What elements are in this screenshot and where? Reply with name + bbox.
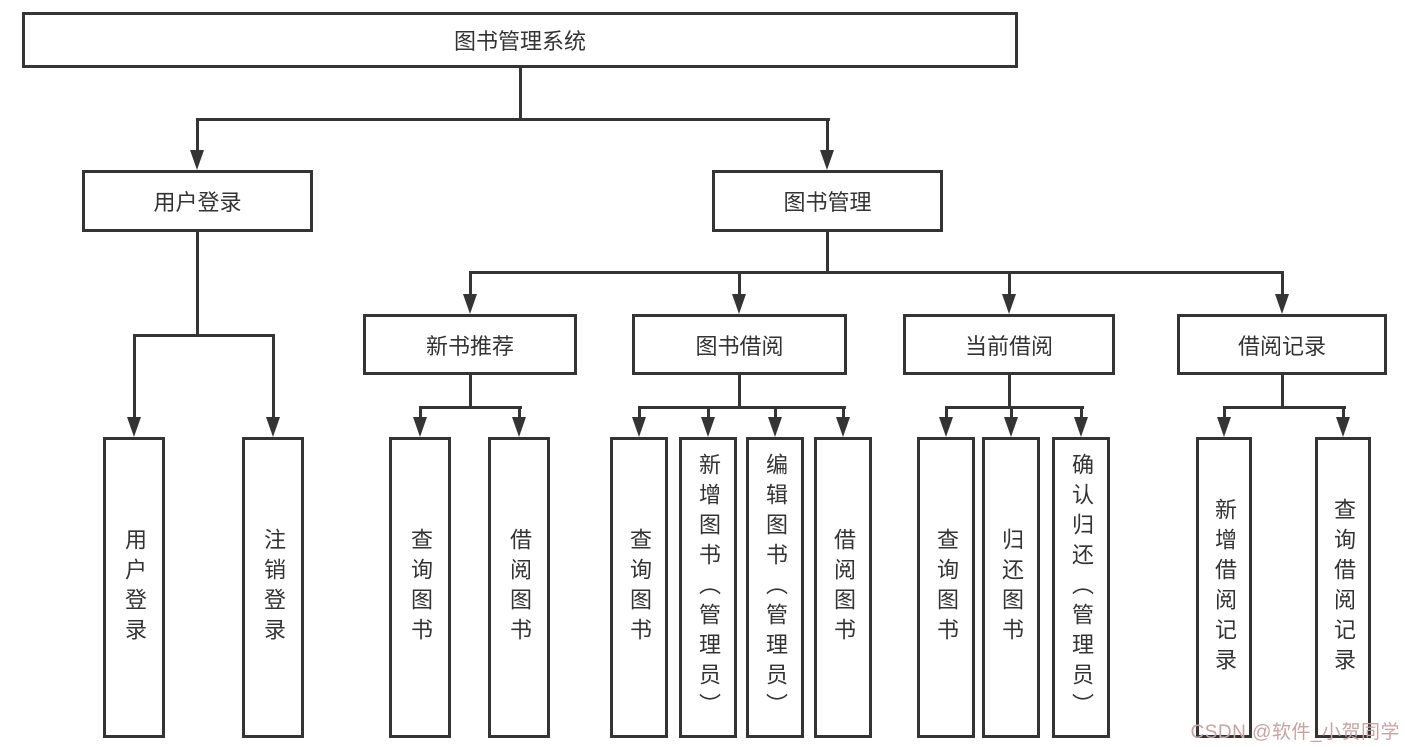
connector-stub	[196, 232, 199, 336]
arrowhead-icon	[701, 417, 715, 437]
leaf-add-books-admin: 新增图书（管理员）	[679, 437, 737, 738]
leaf-label: 用户登录	[122, 527, 147, 648]
csdn-watermark: CSDN @软件_小贺同学	[1190, 722, 1400, 743]
arrowhead-icon	[939, 417, 953, 437]
arrowhead-icon	[512, 417, 526, 437]
leaf-label: 借阅图书	[507, 527, 532, 648]
connector-branch	[1223, 406, 1346, 409]
node-label: 用户登录	[153, 190, 242, 215]
connector-arm	[638, 406, 641, 419]
connector-arm	[945, 406, 948, 419]
leaf-label: 查询图书	[627, 527, 652, 648]
connector-arm	[518, 406, 521, 419]
node-book-management: 图书管理	[712, 170, 943, 232]
leaf-label: 确认归还（管理员）	[1069, 452, 1094, 723]
connector-arm	[738, 271, 741, 296]
leaf-label: 归还图书	[999, 527, 1024, 648]
leaf-query-books-2: 查询图书	[610, 437, 668, 738]
leaf-label: 注销登录	[261, 527, 286, 648]
connector-stub	[1008, 375, 1011, 409]
arrowhead-icon	[127, 417, 141, 437]
arrowhead-icon	[632, 417, 646, 437]
connector-stub	[738, 375, 741, 409]
connector-root-stub	[519, 68, 522, 121]
leaf-label: 借阅图书	[831, 527, 856, 648]
arrowhead-icon	[820, 150, 834, 170]
arrowhead-icon	[732, 294, 746, 314]
arrowhead-icon	[266, 417, 280, 437]
arrowhead-icon	[836, 417, 850, 437]
node-current-borrowing: 当前借阅	[903, 314, 1115, 375]
connector-arm	[774, 406, 777, 419]
connector-branch	[638, 406, 846, 409]
node-label: 图书借阅	[695, 333, 784, 359]
leaf-user-login: 用户登录	[103, 437, 165, 738]
leaf-label: 查询图书	[934, 527, 959, 648]
connector-arm	[419, 406, 422, 419]
connector-arm	[826, 118, 829, 152]
node-label: 当前借阅	[964, 333, 1053, 359]
connector-arm	[196, 118, 199, 152]
arrowhead-icon	[1074, 417, 1088, 437]
node-label: 新书推荐	[425, 333, 514, 359]
connector-arm	[1281, 271, 1284, 296]
leaf-edit-books-admin: 编辑图书（管理员）	[746, 437, 804, 738]
connector-stub	[1281, 375, 1284, 409]
arrowhead-icon	[413, 417, 427, 437]
leaf-add-borrow-record: 新增借阅记录	[1196, 437, 1252, 738]
connector-arm	[842, 406, 845, 419]
connector-arm	[707, 406, 710, 419]
node-borrow-records: 借阅记录	[1177, 314, 1387, 375]
node-label: 借阅记录	[1237, 333, 1326, 359]
leaf-logout: 注销登录	[242, 437, 304, 738]
leaf-query-books-3: 查询图书	[917, 437, 975, 738]
leaf-label: 新增借阅记录	[1212, 497, 1237, 678]
leaf-label: 查询图书	[408, 527, 433, 648]
leaf-label: 新增图书（管理员）	[696, 452, 721, 723]
connector-stub	[826, 232, 829, 273]
connector-root-branch	[196, 118, 830, 121]
leaf-query-books-1: 查询图书	[389, 437, 451, 738]
connector-branch	[469, 271, 1284, 274]
arrowhead-icon	[1002, 294, 1016, 314]
connector-stub	[469, 375, 472, 409]
node-user-login: 用户登录	[82, 170, 313, 232]
arrowhead-icon	[1217, 417, 1231, 437]
arrowhead-icon	[1275, 294, 1289, 314]
connector-arm	[469, 271, 472, 296]
node-book-borrowing: 图书借阅	[632, 314, 847, 375]
leaf-query-borrow-record: 查询借阅记录	[1315, 437, 1371, 738]
connector-branch	[419, 406, 522, 409]
arrowhead-icon	[768, 417, 782, 437]
leaf-label: 查询借阅记录	[1331, 497, 1356, 678]
node-label: 图书管理系统	[453, 29, 586, 54]
leaf-return-books: 归还图书	[982, 437, 1040, 738]
arrowhead-icon	[1336, 417, 1350, 437]
connector-arm	[1008, 271, 1011, 296]
arrowhead-icon	[190, 150, 204, 170]
connector-branch	[945, 406, 1084, 409]
connector-branch	[133, 334, 275, 337]
connector-arm	[1080, 406, 1083, 419]
node-new-book-recommend: 新书推荐	[363, 314, 577, 375]
connector-arm	[1010, 406, 1013, 419]
connector-arm	[1342, 406, 1345, 419]
arrowhead-icon	[463, 294, 477, 314]
leaf-label: 编辑图书（管理员）	[763, 452, 788, 723]
node-label: 图书管理	[783, 190, 872, 215]
node-root-system: 图书管理系统	[22, 12, 1018, 68]
leaf-borrow-books-1: 借阅图书	[488, 437, 550, 738]
connector-arm	[1223, 406, 1226, 419]
leaf-confirm-return-admin: 确认归还（管理员）	[1052, 437, 1110, 738]
arrowhead-icon	[1004, 417, 1018, 437]
connector-arm	[272, 334, 275, 419]
connector-arm	[133, 334, 136, 419]
leaf-borrow-books-2: 借阅图书	[814, 437, 872, 738]
